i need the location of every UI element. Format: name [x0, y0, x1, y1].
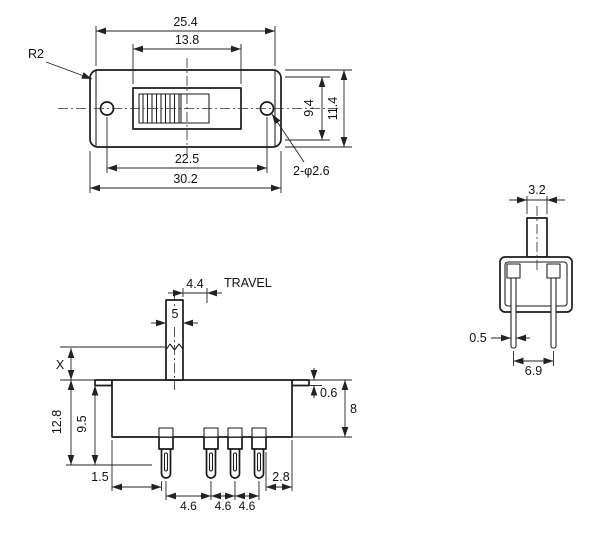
side-terminal-front: [506, 263, 521, 279]
dim-overall-width-label: 30.2: [173, 172, 197, 186]
dim-knob-height-label: X: [56, 358, 65, 372]
dim-knob-width-label: 5: [172, 307, 179, 321]
dim-pin-thickness-label: 0.5: [469, 331, 486, 345]
dim-inner-height: 9.4: [285, 76, 330, 141]
dim-overall-width: 30.2: [89, 151, 282, 193]
dim-knob-height: X: [56, 346, 166, 381]
top-view: 25.4 13.8 R2 9.4 11.4 22.5: [28, 15, 352, 193]
dim-corner-radius: R2: [28, 47, 93, 80]
dim-hole-callout: 2-φ2.6: [271, 113, 330, 178]
dim-knob-depth-label: 3.2: [528, 183, 545, 197]
pin-2: [203, 427, 219, 479]
dim-pin-pitch-2-label: 4.6: [215, 499, 232, 513]
dim-body-height: 8: [292, 379, 357, 438]
side-pin-front: [510, 269, 517, 349]
right-mounting-tab: [291, 379, 310, 387]
dim-pin-row-pitch-label: 6.9: [525, 364, 542, 378]
dim-hole-pitch-label: 22.5: [175, 152, 199, 166]
dim-overall-height-front: 12.8: [50, 380, 152, 466]
front-view: 4.4 TRAVEL 5 X 12.8 9.5 0.6: [50, 276, 357, 513]
dim-flat-width: 25.4: [95, 15, 276, 66]
dim-pin-thickness: 0.5: [469, 331, 530, 345]
dim-pin-row-pitch: 6.9: [513, 351, 554, 378]
dim-body-height-label: 8: [350, 402, 357, 416]
dim-slot-width: 13.8: [132, 33, 242, 84]
dim-knob-depth: 3.2: [509, 183, 565, 214]
dim-hole-callout-label: 2-φ2.6: [293, 164, 330, 178]
dim-knob-width: 5: [151, 307, 198, 327]
travel-word-label: TRAVEL: [224, 276, 272, 290]
dim-overall-height-top-label: 11.4: [326, 97, 340, 120]
dim-flat-width-label: 25.4: [173, 15, 197, 29]
dim-hole-pitch: 22.5: [106, 117, 268, 173]
dim-overall-height-front-label: 12.8: [50, 410, 64, 434]
dim-left-pin-offset-label: 1.5: [91, 470, 108, 484]
dim-right-pin-offset-label: 2.8: [272, 470, 289, 484]
side-terminal-rear: [546, 263, 561, 279]
pin-1: [158, 427, 174, 479]
pin-4: [251, 427, 267, 479]
dim-travel-label: 4.4: [186, 277, 203, 291]
pin-3: [227, 427, 243, 479]
dim-overall-height-top: 11.4: [285, 69, 352, 148]
dim-flange-thickness-label: 0.6: [320, 386, 337, 400]
side-view: 3.2 0.5 6.9: [469, 183, 573, 378]
dim-flange-thickness: 0.6: [309, 368, 337, 400]
dim-travel: 4.4 TRAVEL: [168, 276, 272, 303]
dim-slot-width-label: 13.8: [175, 33, 199, 47]
dim-right-pin-offset: 2.8: [265, 440, 293, 491]
dim-left-pin-offset: 1.5: [91, 440, 162, 491]
dim-pin-pitches: 4.6 4.6 4.6: [165, 481, 260, 513]
side-pin-rear: [550, 269, 557, 349]
dim-body-pin-height: 9.5: [75, 385, 99, 465]
dim-pin-pitch-1-label: 4.6: [180, 499, 197, 513]
dim-inner-height-label: 9.4: [302, 99, 316, 116]
dim-corner-radius-label: R2: [28, 47, 44, 61]
left-mounting-tab: [94, 379, 113, 387]
dim-body-pin-height-label: 9.5: [75, 415, 89, 432]
dim-pin-pitch-3-label: 4.6: [239, 499, 256, 513]
